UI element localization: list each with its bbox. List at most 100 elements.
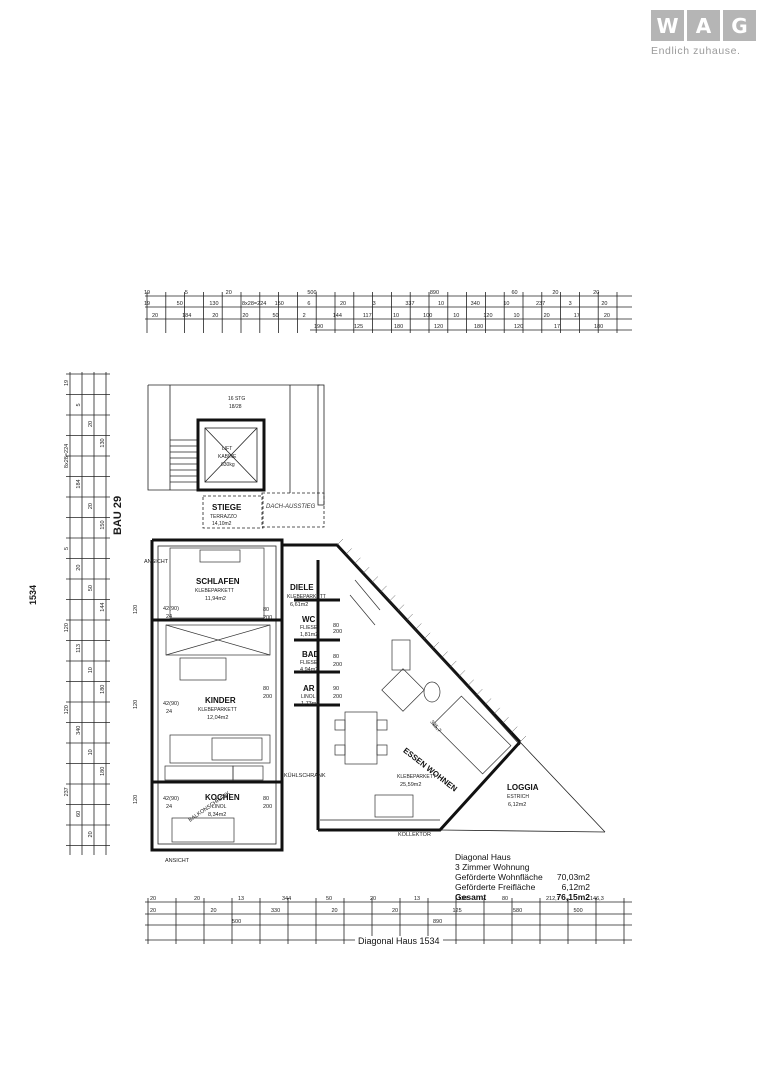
summary-subtitle: 3 Zimmer Wohnung <box>455 862 530 872</box>
room-kochen-name: KOCHEN <box>205 793 240 802</box>
summary-row-total: Gesamt 76,15m2 <box>455 892 590 902</box>
left-dim-label: 120 <box>64 623 70 632</box>
stair-area: 14,10m2 <box>212 521 232 527</box>
room-diele-area: 6,61m2 <box>290 602 308 608</box>
left-dim-label: 20 <box>88 503 94 509</box>
summary-row: Geförderte Wohnfläche 70,03m2 <box>455 872 590 882</box>
left-dim-label: 180 <box>100 767 106 776</box>
bottom-dim-label: 500 <box>232 919 241 925</box>
bottom-dim-label: 20 <box>211 908 217 914</box>
left-dim-label: 184 <box>76 479 82 488</box>
area-summary: Diagonal Haus 3 Zimmer Wohnung Gefördert… <box>455 852 590 902</box>
window-label: 42(90) <box>163 796 179 802</box>
bottom-dim-label: 20 <box>332 908 338 914</box>
top-dim-label: 180 <box>474 324 483 330</box>
room-kinder-name: KINDER <box>205 696 236 705</box>
left-dim-label: 5 <box>64 547 70 550</box>
left-dim-label: 60 <box>76 811 82 817</box>
door-label: 200 <box>263 804 272 810</box>
top-dim-label: 20 <box>593 290 599 296</box>
room-kochen-floor: LINOL <box>212 804 227 810</box>
top-dim-label: 100 <box>423 313 432 319</box>
door-label: 80 <box>333 623 339 629</box>
top-dim-label: 19 <box>144 290 150 296</box>
door-label: 200 <box>263 615 272 621</box>
wag-logo: W A G Endlich zuhause. <box>651 10 759 60</box>
summary-title: Diagonal Haus <box>455 852 511 862</box>
top-dim-label: 120 <box>483 313 492 319</box>
top-dim-label: 20 <box>552 290 558 296</box>
left-dimension-labels: 195201308x28=224184201505205014412011310… <box>64 380 106 838</box>
top-dim-label: 144 <box>333 313 342 319</box>
top-dim-label: 120 <box>514 324 523 330</box>
top-dim-label: 60 <box>512 290 518 296</box>
door-label: 80 <box>263 686 269 692</box>
bottom-dim-label: 500 <box>574 908 583 914</box>
bottom-dim-label: 890 <box>433 919 442 925</box>
stair-core <box>147 384 325 529</box>
summary-row-value: 76,15m2 <box>556 892 590 902</box>
lift-label: LIFT <box>222 446 232 452</box>
room-bad-floor: FLIESE <box>300 660 318 666</box>
top-dim-label: 150 <box>275 301 284 307</box>
room-ar-name: AR <box>303 684 315 693</box>
top-dim-label: 890 <box>430 290 439 296</box>
top-dim-label: 184 <box>182 313 191 319</box>
top-dim-label: 20 <box>212 313 218 319</box>
top-dim-label: 3 <box>373 301 376 307</box>
left-dim-label: 130 <box>100 438 106 447</box>
bottom-dim-label: 125 <box>453 908 462 914</box>
misc-label: ANSICHT <box>165 858 190 864</box>
door-label: 200 <box>263 694 272 700</box>
room-schlafen-area: 11,94m2 <box>205 596 226 602</box>
top-dim-label: 3 <box>569 301 572 307</box>
top-dimension-lines <box>145 292 632 333</box>
top-dim-label: 20 <box>544 313 550 319</box>
room-wc-name: WC <box>302 615 316 624</box>
room-essen-area: 25,59m2 <box>400 782 421 788</box>
top-dim-label: 120 <box>434 324 443 330</box>
left-dim-label: 113 <box>76 644 82 653</box>
left-dim-label: 20 <box>88 421 94 427</box>
top-dim-label: 8x28=224 <box>242 301 266 307</box>
top-dim-label: 20 <box>226 290 232 296</box>
bottom-dim-label: 212,7 <box>546 896 560 902</box>
top-dim-label: 10 <box>514 313 520 319</box>
logo-letter-a: A <box>687 10 720 41</box>
window-label: 24 <box>166 709 172 715</box>
summary-row-value: 6,12m2 <box>561 882 590 892</box>
top-dim-label: 19 <box>144 301 150 307</box>
left-dim-label: 120 <box>64 705 70 714</box>
bottom-dim-label: 80 <box>502 896 508 902</box>
room-wc-floor: FLIESE <box>300 625 318 631</box>
top-dim-label: 50 <box>177 301 183 307</box>
room-loggia-name: LOGGIA <box>507 783 539 792</box>
misc-label: KOLLEKTOR <box>398 832 431 838</box>
door-label: 80 <box>333 654 339 660</box>
top-dim-label: 130 <box>209 301 218 307</box>
left-dim-label: 10 <box>88 749 94 755</box>
top-dim-label: 10 <box>393 313 399 319</box>
stair-step-dims: 18/28 <box>229 404 242 410</box>
top-dim-label: 20 <box>152 313 158 319</box>
left-dim-label: 5 <box>76 403 82 406</box>
top-dim-label: 20 <box>604 313 610 319</box>
top-dim-label: 17 <box>554 324 560 330</box>
stair-floor: TERRAZZO <box>210 514 237 520</box>
room-wc-area: 1,81m2 <box>300 632 318 638</box>
room-kinder-area: 12,04m2 <box>207 715 228 721</box>
top-dim-label: 20 <box>242 313 248 319</box>
room-ar-floor: LINOL <box>301 694 316 700</box>
bottom-dim-label: 20 <box>150 908 156 914</box>
bottom-dim-label: 146,3 <box>590 896 604 902</box>
summary-row: Geförderte Freifläche 6,12m2 <box>455 882 590 892</box>
side-total-label: 1534 <box>28 584 38 605</box>
window-label: 42(90) <box>163 701 179 707</box>
logo-letter-g: G <box>723 10 756 41</box>
room-loggia-area: 6,12m2 <box>508 802 526 808</box>
window-label: 120 <box>133 700 139 709</box>
misc-label: KÜHLSCHRANK <box>284 772 326 779</box>
